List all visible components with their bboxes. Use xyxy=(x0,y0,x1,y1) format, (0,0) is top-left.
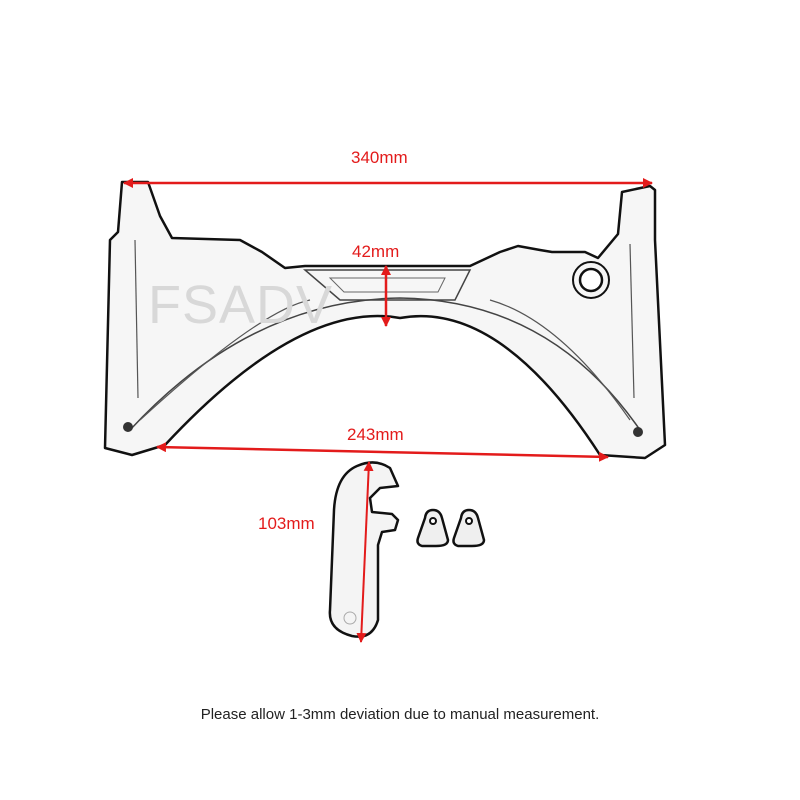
dimension-arrow-243 xyxy=(156,442,609,462)
mounting-tab-2 xyxy=(452,508,486,548)
dimension-label-bracket-length: 103mm xyxy=(258,514,315,533)
main-bracket-plate xyxy=(103,180,667,460)
dimension-label-overall-width: 340mm xyxy=(351,148,408,167)
measurement-note: Please allow 1-3mm deviation due to manu… xyxy=(200,706,600,723)
dimension-label-inner-span: 243mm xyxy=(347,425,404,444)
watermark: FSADV xyxy=(148,275,334,335)
dimension-arrow-103 xyxy=(356,461,374,643)
mounting-tab-1 xyxy=(416,508,450,548)
hook-bracket xyxy=(328,461,400,638)
dimension-label-center-height: 42mm xyxy=(352,242,400,261)
